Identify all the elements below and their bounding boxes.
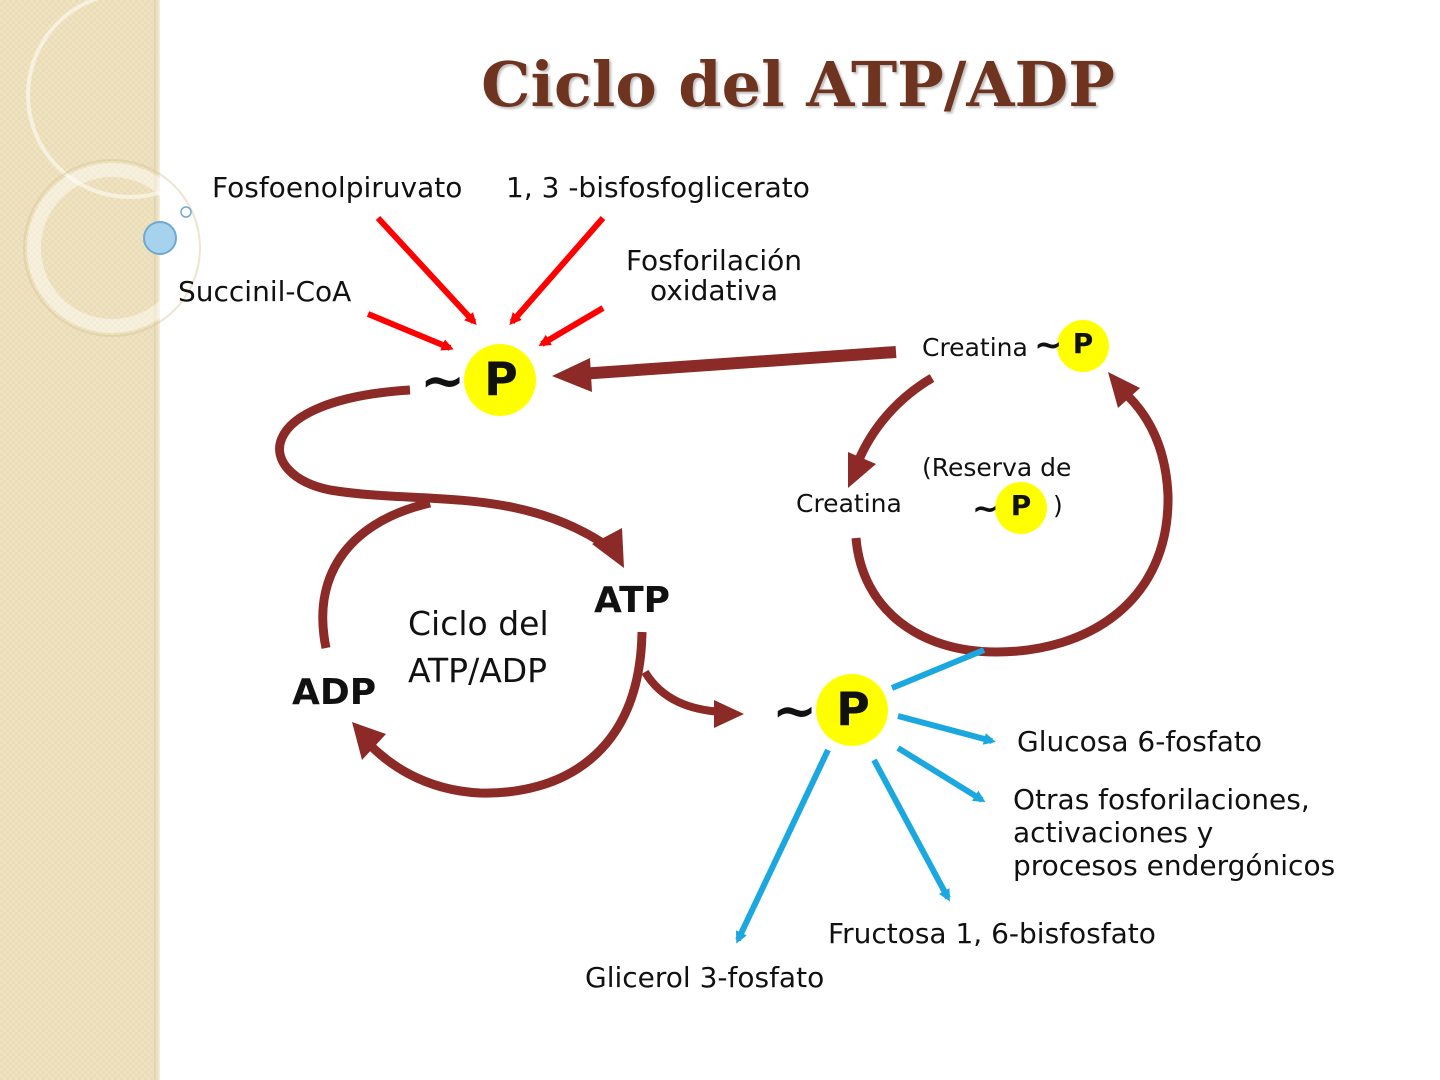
phosphate-p-bottom: P — [836, 682, 870, 736]
label-creatina-fosfato: Creatina — [922, 333, 1028, 362]
arrowhead-creatina-to-phosphate — [552, 358, 592, 392]
slide-title: Ciclo del ATP/ADP — [481, 48, 1115, 121]
label-fosforilacion-line2: oxidativa — [649, 274, 779, 307]
label-creatina: Creatina — [796, 489, 902, 518]
label-cycle-line1: Ciclo del — [408, 604, 549, 643]
arrow-atp-to-phosphate — [641, 669, 723, 716]
label-succinil-coa: Succinil-CoA — [178, 275, 352, 308]
tilde-reserva: ~ — [972, 489, 999, 527]
arrow-otras — [896, 745, 986, 803]
label-reserva-close: ) — [1053, 491, 1063, 520]
label-fosfoenolpiruvato: Fosfoenolpiruvato — [212, 171, 463, 204]
decorative-rings — [23, 0, 234, 337]
tilde-bottom: ~ — [772, 679, 818, 742]
arrow-creatina-to-phosphate — [579, 346, 897, 380]
arrowhead-atp — [592, 528, 624, 568]
link-creatine-to-phosphate — [890, 647, 986, 691]
cycle-arc-adp-to-atp — [318, 498, 431, 649]
output-arrows — [735, 647, 996, 944]
arrow-fructosa — [871, 758, 951, 902]
label-cycle-line2: ATP/ADP — [408, 651, 548, 690]
phosphate-p-reserva: P — [1010, 489, 1032, 522]
label-fructosa: Fructosa 1, 6-bisfosfato — [828, 917, 1156, 950]
arrowhead-creatina-fosfato — [1108, 372, 1140, 408]
bubble-small-icon — [180, 206, 192, 218]
creatine-arc-left — [853, 374, 935, 464]
tilde-top: ~ — [420, 349, 466, 412]
label-otras-line2: activaciones y — [1013, 816, 1214, 849]
label-otras-line3: procesos endergónicos — [1013, 849, 1336, 882]
sidebar-edge — [154, 0, 160, 1080]
label-adp: ADP — [292, 672, 377, 713]
label-fosforilacion-line1: Fosforilación — [625, 244, 803, 277]
cycle-arc-atp-to-adp — [366, 631, 647, 798]
phosphate-circle-reserva — [995, 482, 1047, 534]
arrowhead-phosphate — [714, 700, 744, 728]
arrow-glicerol — [735, 748, 831, 944]
input-arrows — [366, 215, 606, 351]
arrow-succinil-coa — [366, 311, 454, 351]
phosphate-p-top: P — [484, 352, 518, 406]
creatine-arc-bottom — [851, 392, 1173, 657]
decorative-sidebar — [0, 0, 158, 1080]
arrow-fosforilacion — [538, 305, 605, 347]
phosphate-p-creatina: P — [1072, 327, 1094, 360]
label-atp: ATP — [594, 580, 671, 621]
label-otras-line1: Otras fosforilaciones, — [1013, 783, 1310, 816]
arrow-bisfosfoglicerato — [509, 216, 606, 326]
arrow-fosfoenolpiruvato — [375, 215, 477, 325]
label-reserva: (Reserva de — [922, 453, 1072, 482]
tilde-creatina: ~ — [1034, 325, 1063, 365]
bubble-large-icon — [143, 221, 177, 255]
phosphate-circle-top — [464, 344, 536, 416]
arrowhead-creatina — [848, 452, 876, 488]
label-bisfosfoglicerato: 1, 3 -bisfosfoglicerato — [506, 171, 810, 204]
arrowhead-adp — [352, 722, 386, 760]
phosphate-circle-bottom — [816, 674, 888, 746]
phosphate-circle-creatina — [1057, 320, 1109, 372]
arrow-glucosa — [897, 713, 996, 745]
arrow-phosphate-to-atp — [275, 385, 613, 552]
label-glicerol: Glicerol 3-fosfato — [585, 961, 825, 994]
label-glucosa: Glucosa 6-fosfato — [1017, 725, 1263, 758]
